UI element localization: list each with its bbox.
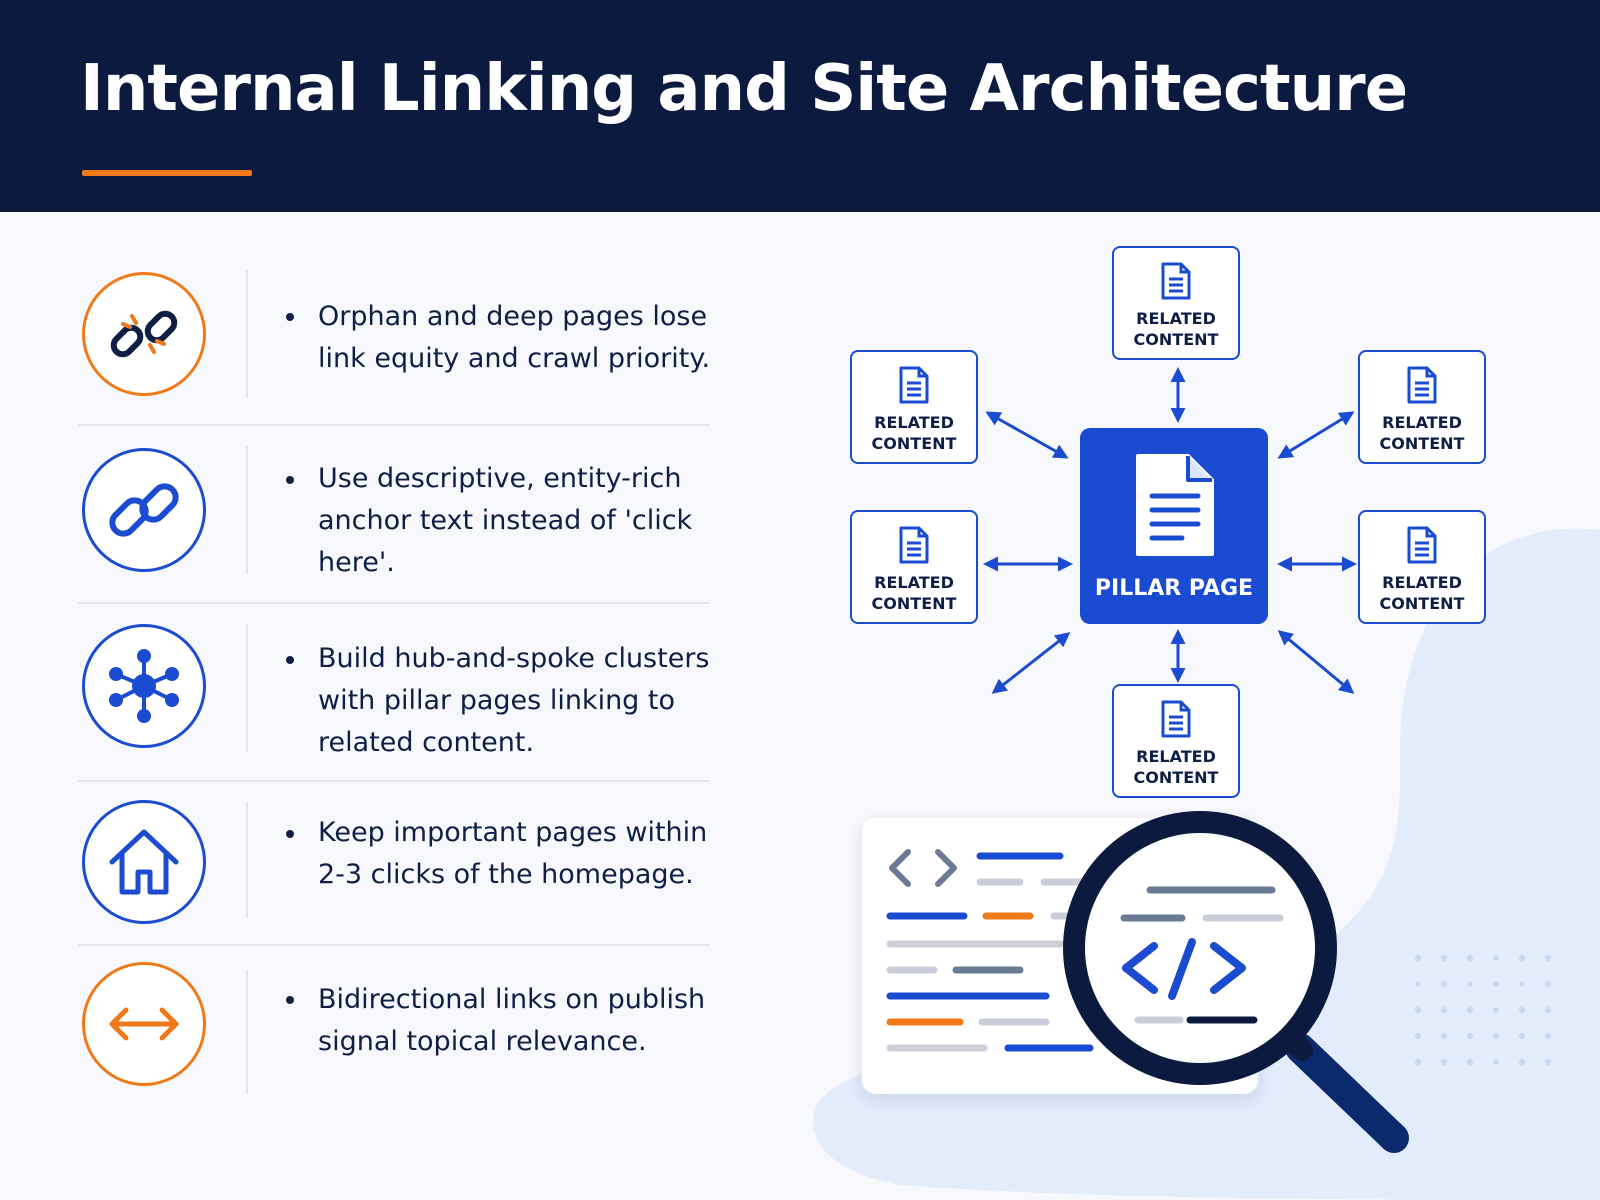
card-label-line2: CONTENT bbox=[1133, 768, 1219, 787]
tip-text: Use descriptive, entity-rich anchor text… bbox=[318, 463, 693, 578]
header-banner: Internal Linking and Site Architecture bbox=[0, 0, 1600, 212]
bidirectional-arrow-icon bbox=[82, 962, 206, 1086]
card-label-line2: CONTENT bbox=[871, 434, 957, 453]
card-label-line1: RELATED bbox=[1382, 573, 1462, 592]
pillar-page-node: PILLAR PAGE bbox=[1080, 428, 1268, 624]
card-label-line1: RELATED bbox=[874, 573, 954, 592]
tip-text: Orphan and deep pages lose link equity a… bbox=[318, 301, 711, 374]
row-separator bbox=[78, 602, 710, 604]
document-icon bbox=[1161, 700, 1191, 738]
document-icon bbox=[1136, 454, 1214, 556]
related-content-node: RELATED CONTENT bbox=[1358, 510, 1486, 624]
related-content-node: RELATED CONTENT bbox=[1112, 246, 1240, 360]
hub-spoke-icon bbox=[82, 624, 206, 748]
tip-text: Keep important pages within 2-3 clicks o… bbox=[318, 817, 708, 890]
row-divider bbox=[246, 270, 248, 398]
document-icon bbox=[1407, 526, 1437, 564]
tip-row: Bidirectional links on publish signal to… bbox=[78, 946, 710, 1096]
title-underline bbox=[82, 170, 252, 176]
card-label-line1: RELATED bbox=[1136, 747, 1216, 766]
document-icon bbox=[1407, 366, 1437, 404]
pillar-page-label: PILLAR PAGE bbox=[1094, 576, 1254, 601]
document-icon bbox=[899, 366, 929, 404]
home-icon bbox=[82, 800, 206, 924]
arrow-top-left bbox=[985, 411, 1069, 459]
related-content-node: RELATED CONTENT bbox=[850, 510, 978, 624]
chain-link-icon bbox=[82, 448, 206, 572]
row-divider bbox=[246, 446, 248, 574]
document-icon bbox=[899, 526, 929, 564]
row-divider bbox=[246, 624, 248, 752]
card-label-line2: CONTENT bbox=[1379, 594, 1465, 613]
arrow-bottom-left bbox=[991, 632, 1071, 694]
card-label-line1: RELATED bbox=[1136, 309, 1216, 328]
tip-row: Use descriptive, entity-rich anchor text… bbox=[78, 426, 710, 604]
bullet bbox=[286, 476, 294, 484]
broken-chain-icon bbox=[82, 272, 206, 396]
row-separator bbox=[78, 944, 710, 946]
bullet bbox=[286, 996, 294, 1004]
row-separator bbox=[78, 780, 710, 782]
bullet bbox=[286, 313, 294, 321]
card-label-line2: CONTENT bbox=[871, 594, 957, 613]
bullet bbox=[286, 656, 294, 664]
bullet bbox=[286, 830, 294, 838]
arrow-top-right bbox=[1277, 411, 1355, 459]
row-separator bbox=[78, 424, 710, 426]
tip-text: Build hub-and-spoke clusters with pillar… bbox=[318, 643, 710, 758]
row-divider bbox=[246, 970, 248, 1094]
related-content-node: RELATED CONTENT bbox=[1358, 350, 1486, 464]
tip-row: Build hub-and-spoke clusters with pillar… bbox=[78, 604, 710, 782]
tip-row: Keep important pages within 2-3 clicks o… bbox=[78, 782, 710, 946]
card-label-line1: RELATED bbox=[874, 413, 954, 432]
card-label-line2: CONTENT bbox=[1133, 330, 1219, 349]
tip-row: Orphan and deep pages lose link equity a… bbox=[78, 250, 710, 426]
document-icon bbox=[1161, 262, 1191, 300]
card-label-line2: CONTENT bbox=[1379, 434, 1465, 453]
card-label-line1: RELATED bbox=[1382, 413, 1462, 432]
tip-text: Bidirectional links on publish signal to… bbox=[318, 984, 706, 1057]
related-content-node: RELATED CONTENT bbox=[1112, 684, 1240, 798]
page-title: Internal Linking and Site Architecture bbox=[80, 52, 1408, 126]
row-divider bbox=[246, 802, 248, 918]
arrow-bottom-right bbox=[1277, 630, 1355, 694]
related-content-node: RELATED CONTENT bbox=[850, 350, 978, 464]
